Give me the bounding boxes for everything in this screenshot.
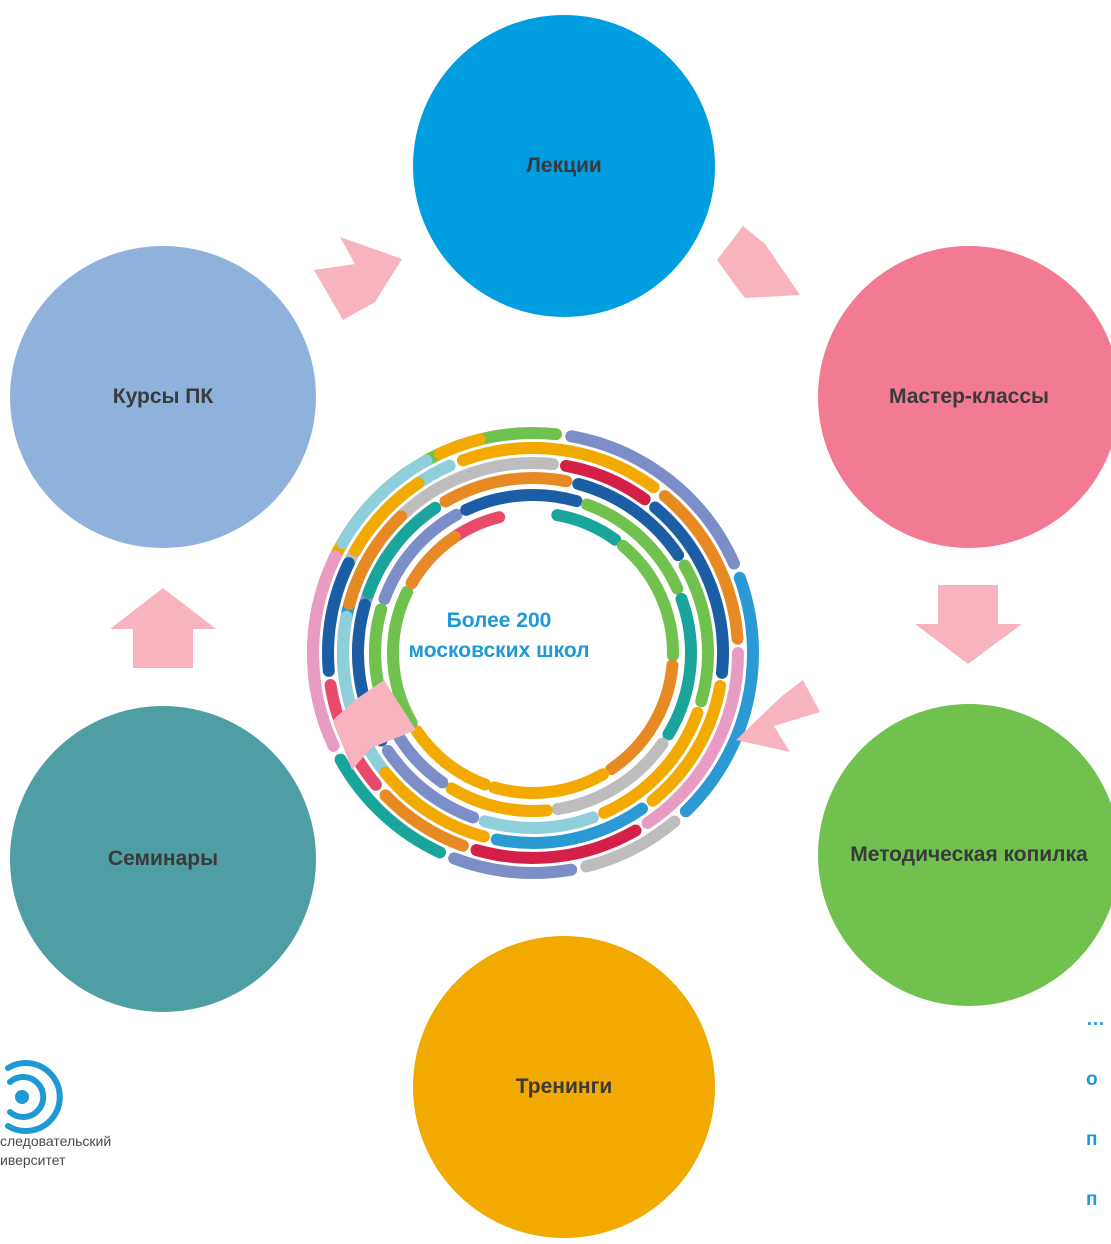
- ring-arc: [381, 744, 480, 824]
- flow-arrow: [915, 585, 1022, 664]
- ring-arc: [488, 768, 609, 799]
- side-text-line: п: [1086, 1189, 1098, 1210]
- flow-arrow: [736, 680, 820, 752]
- ring-arc: [649, 501, 729, 679]
- ring-arc: [580, 815, 681, 873]
- ring-arc: [434, 433, 486, 460]
- node-label: Семинары: [107, 847, 219, 870]
- node-label: Методическая копилка: [850, 843, 1088, 866]
- ring-arc: [551, 737, 669, 816]
- ring-arc: [460, 489, 583, 516]
- ring-arc: [616, 539, 679, 662]
- ring-arc: [439, 472, 573, 508]
- ring-arc: [322, 557, 355, 677]
- ring-arc: [387, 585, 418, 729]
- side-text-fragment: … о п п: [1086, 990, 1111, 1230]
- node-courses[interactable]: Курсы ПК: [10, 246, 316, 548]
- ring-arc: [336, 454, 433, 549]
- ring-arc: [362, 501, 442, 600]
- ring-arc: [641, 647, 744, 829]
- logo-caption-line-2: иверситет: [0, 1152, 66, 1168]
- ring-arc: [678, 559, 714, 708]
- ring-arc: [405, 530, 461, 589]
- node-master-classes[interactable]: Мастер-классы: [818, 246, 1111, 548]
- ring-arc: [456, 442, 660, 494]
- ring-arc: [470, 824, 642, 864]
- node-methodical-collection[interactable]: Методическая копилка: [818, 704, 1111, 1006]
- ring-arc: [349, 477, 425, 557]
- ring-arc: [478, 811, 599, 834]
- flow-arrow: [333, 680, 416, 770]
- flow-arrow: [110, 588, 216, 668]
- ring-arc: [378, 508, 463, 605]
- side-text-line: п: [1086, 1129, 1098, 1150]
- ring-arc: [307, 550, 342, 752]
- node-label: Лекции: [526, 154, 602, 177]
- ring-arc: [445, 782, 553, 817]
- node-label: Курсы ПК: [112, 385, 214, 408]
- center-label-line-1: Более 200: [446, 609, 552, 632]
- flow-arrow: [314, 237, 402, 320]
- ring-arc: [379, 789, 469, 852]
- node-trainings[interactable]: Тренинги: [413, 936, 715, 1238]
- flow-arrow: [717, 226, 800, 298]
- ring-arc: [565, 430, 740, 570]
- logo-caption: следовательский иверситет: [0, 1132, 150, 1170]
- logo-caption-line-1: следовательский: [0, 1133, 112, 1149]
- ring-arc: [334, 753, 447, 859]
- ring-arc: [490, 802, 648, 849]
- ring-arc: [551, 509, 622, 546]
- ring-arc: [343, 510, 408, 610]
- side-text-line: о: [1086, 1069, 1098, 1090]
- ring-arc: [605, 659, 679, 776]
- university-logo-icon: [5, 1060, 63, 1134]
- ring-arc: [581, 498, 684, 595]
- node-label: Мастер-классы: [889, 385, 1049, 408]
- ring-arc: [646, 679, 727, 807]
- ring-arc: [410, 725, 492, 791]
- ring-arc: [658, 489, 744, 645]
- side-text-line: …: [1086, 1009, 1105, 1030]
- node-label: Тренинги: [515, 1075, 613, 1098]
- ring-arc: [662, 592, 697, 741]
- ring-arc: [559, 459, 651, 506]
- center-label-line-2: московских школ: [408, 639, 590, 662]
- ring-arc: [448, 852, 578, 879]
- ring-arc: [679, 571, 759, 818]
- ring-arc: [379, 766, 490, 843]
- ring-arc: [572, 477, 685, 562]
- ring-arc: [598, 706, 704, 819]
- node-seminars[interactable]: Семинары: [10, 706, 316, 1012]
- center-label: Более 200 московских школ: [366, 606, 632, 666]
- node-lectures[interactable]: Лекции: [413, 15, 715, 317]
